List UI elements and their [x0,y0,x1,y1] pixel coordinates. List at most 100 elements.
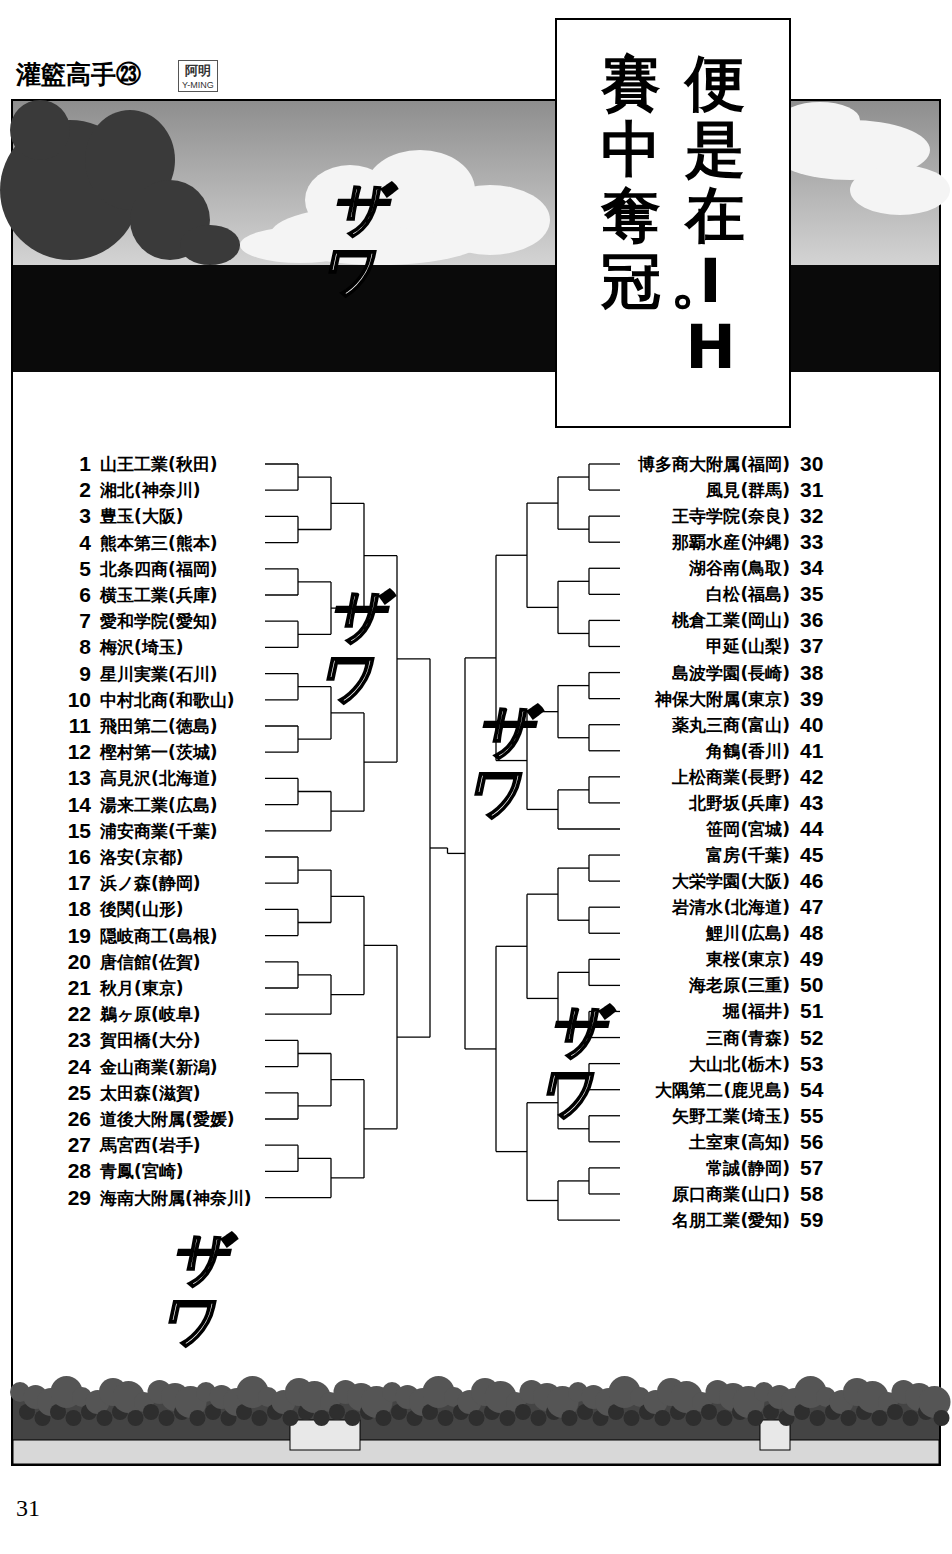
team-name: 桃倉工業(岡山) [672,609,790,631]
caption-box: 便是在IH賽中奪冠。 [555,18,791,428]
hedge-leaf [376,1410,392,1426]
bracket-line [589,1115,620,1116]
hedge-leaf [345,1410,361,1426]
bracket-line [265,1014,331,1015]
bracket-line [496,555,527,556]
seed-number: 5 [79,557,91,581]
bracket-line [465,657,496,658]
bracket-line [589,463,620,464]
bracket-line [364,1128,397,1129]
bracket-line [589,646,620,647]
bracket-line [589,959,620,960]
seed-number: 53 [800,1052,823,1076]
bracket-line [558,972,589,973]
page-number: 31 [16,1495,40,1522]
bracket-line [265,1171,298,1172]
hedge-leaf [190,1410,206,1426]
hedge [10,1376,951,1464]
team-name: 梅沢(埼玉) [100,636,184,658]
team-name: 横玉工業(兵庫) [100,584,218,606]
bracket-line [265,961,298,962]
bracket-line [298,581,331,582]
team-name: 島波学園(長崎) [672,662,790,684]
bracket-line [589,620,620,621]
seed-number: 44 [800,817,823,841]
watermark-text: Y-MING [182,80,214,90]
seed-number: 48 [800,921,823,945]
bracket-line [331,1079,364,1080]
seed-number: 49 [800,947,823,971]
team-name: 樫村第一(茨城) [100,741,218,763]
hedge-leaf [143,1404,159,1420]
seed-number: 38 [800,661,823,685]
bracket-line [527,809,558,810]
team-name: 唐信館(佐賀) [100,951,201,973]
bracket-line [589,515,620,516]
bracket-line [558,867,589,868]
seed-number: 46 [800,869,823,893]
hedge-leaf [500,1410,516,1426]
sound-effect: ザワ [157,1228,239,1351]
seed-number: 42 [800,765,823,789]
bracket-line [265,673,298,674]
seed-number: 19 [68,924,91,948]
bracket-line [558,476,589,477]
bracket-line [298,476,331,477]
seed-number: 20 [68,950,91,974]
bracket-line [589,802,620,803]
bracket-line [589,985,620,986]
team-name: 富房(千葉) [706,844,790,866]
bracket-line [448,853,466,854]
seed-number: 15 [68,819,91,843]
team-name: 金山商業(新潟) [100,1056,218,1078]
sound-effect: ザワ [463,700,545,823]
bracket-line [331,1177,364,1178]
team-name: 原口商業(山口) [672,1183,790,1205]
bracket-line [527,1200,558,1201]
team-name: 秋月(東京) [100,977,184,999]
seed-number: 18 [68,897,91,921]
team-name: 那覇水産(沖縄) [672,531,790,553]
bracket-line [265,1040,298,1041]
team-name: 浜ノ森(静岡) [100,872,201,894]
team-name: 湖谷南(鳥取) [689,557,790,579]
hedge-leaf [717,1410,733,1426]
team-name: 道後大附属(愛媛) [100,1108,235,1130]
bracket-line [298,738,331,739]
team-name: 海老原(三重) [689,974,790,996]
hedge-leaf [903,1410,919,1426]
team-name: 星川実業(石川) [100,663,218,685]
seed-number: 59 [800,1208,823,1232]
hedge-leaf [314,1410,330,1426]
team-name: 岩清水(北海道) [672,896,790,918]
seed-number: 54 [800,1078,823,1102]
bracket-line [558,1219,620,1220]
bracket-line [331,503,364,504]
seed-number: 52 [800,1026,823,1050]
team-name: 北野坂(兵庫) [689,792,790,814]
bracket-line [265,778,298,779]
hedge-leaf [841,1410,857,1426]
panel-frame [12,100,940,1465]
seed-number: 43 [800,791,823,815]
bracket-line [265,699,298,700]
bracket-line [331,896,364,897]
bracket-line [558,789,589,790]
team-name: 高見沢(北海道) [100,767,218,789]
seed-number: 34 [800,556,823,580]
seed-number: 36 [800,608,823,632]
seed-number: 33 [800,530,823,554]
team-name: 熊本第三(熊本) [100,532,218,554]
bracket-line [265,463,298,464]
bracket-line [527,998,558,999]
seed-number: 41 [800,739,823,763]
hedge-leaf [329,1404,345,1420]
team-name: 豊玉(大阪) [100,505,184,527]
seed-number: 39 [800,687,823,711]
bracket-line [589,724,620,725]
bracket-line [589,594,620,595]
seed-number: 32 [800,504,823,528]
bracket-line [298,634,331,635]
seed-number: 57 [800,1156,823,1180]
